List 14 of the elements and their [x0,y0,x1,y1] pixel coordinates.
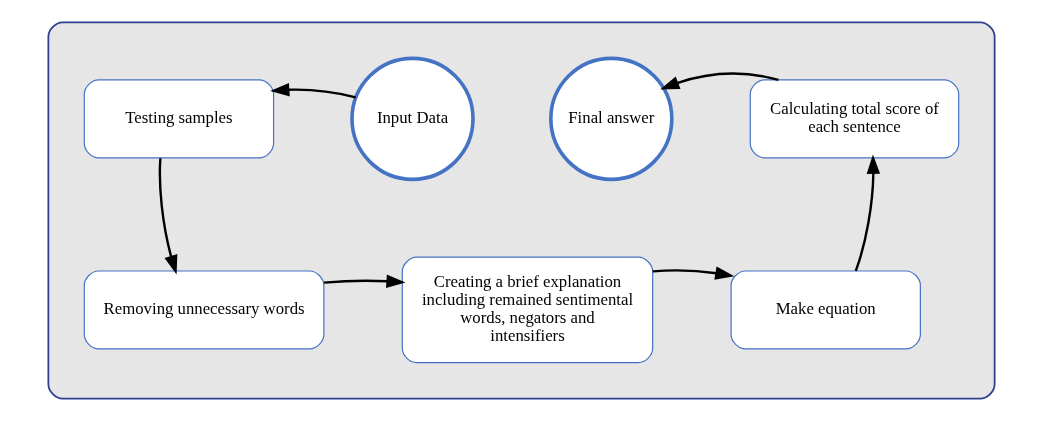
arrow [324,274,406,288]
arrow [270,83,356,99]
node-box: Creating a brief explanation including remained sentimental words, negators and intensifiers [401,256,654,364]
arrow [158,158,178,275]
node-box: Calculating total score of each sentence [749,79,960,159]
node-circle: Final answer [549,56,674,182]
arrow [854,154,881,272]
node-circle: Input Data [350,56,475,182]
cluster [47,21,996,400]
node-box: Removing unnecessary words [83,270,325,350]
arrow [652,266,735,280]
node-box: Make equation [730,270,921,350]
node-box: Testing samples [83,79,275,159]
arrow [660,72,779,90]
